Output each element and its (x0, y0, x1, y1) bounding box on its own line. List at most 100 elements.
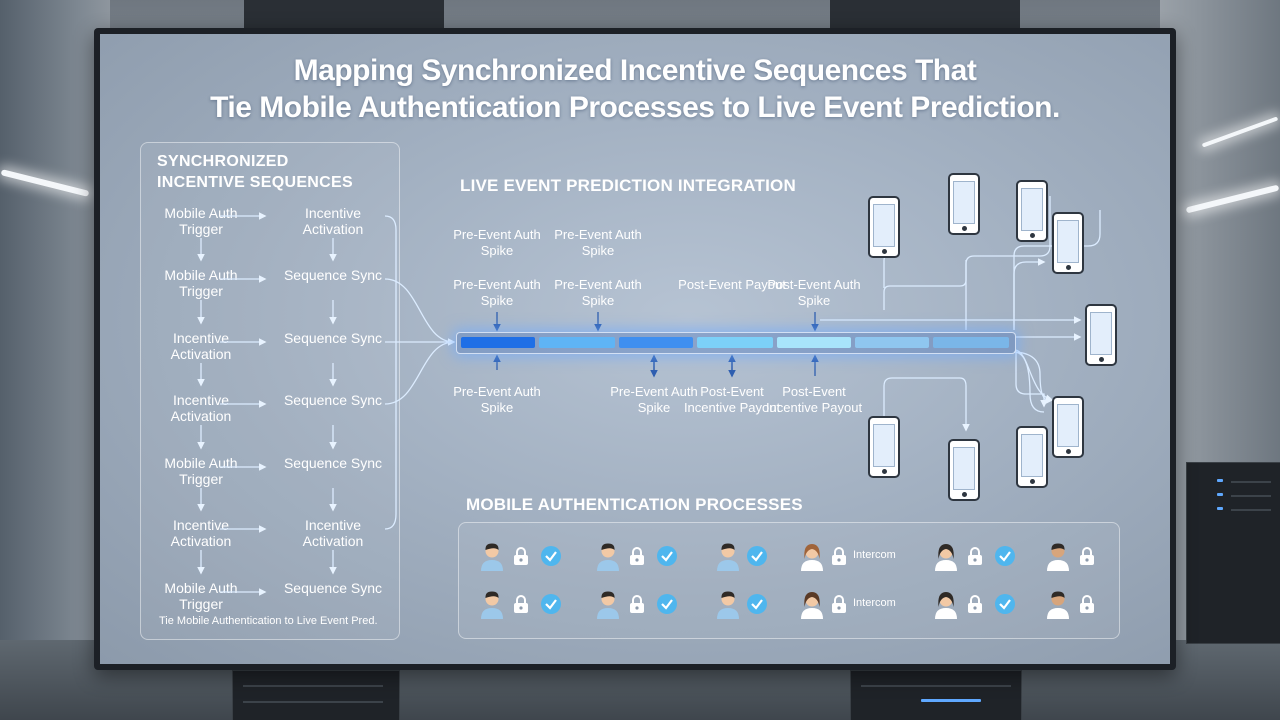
sequence-step: Incentive Activation (302, 205, 364, 237)
timeline-segment (539, 337, 615, 348)
phone-icon (948, 439, 980, 501)
timeline-label: Pre-Event Auth Spike (453, 227, 541, 258)
timeline-label: Post-Event Incentive Payout (683, 384, 781, 415)
timeline-segment (461, 337, 535, 348)
phone-icon (1052, 396, 1084, 458)
auth-user-verified (595, 541, 685, 571)
timeline-label: Pre-Event Auth Spike (453, 384, 541, 415)
server-rack (232, 670, 400, 720)
phone-icon (1016, 426, 1048, 488)
user-avatar-icon (1047, 543, 1069, 571)
title-line-2: Tie Mobile Authentication Processes to L… (210, 91, 1060, 124)
phone-icon (1052, 212, 1084, 274)
user-avatar-icon (1047, 591, 1069, 619)
sequence-step: Incentive Activation (302, 517, 364, 549)
auth-user-verified (479, 589, 569, 619)
user-avatar-icon (801, 544, 823, 571)
lock-icon (514, 595, 528, 613)
auth-user-locked (1045, 589, 1105, 619)
auth-heading: MOBILE AUTHENTICATION PROCESSES (466, 495, 803, 514)
phone-icon (868, 416, 900, 478)
server-rack (850, 670, 1022, 720)
phone-icon (1085, 304, 1117, 366)
auth-user-locked (1045, 541, 1105, 571)
user-avatar-icon (717, 591, 739, 619)
pillar (244, 0, 444, 30)
check-icon (747, 546, 767, 566)
sequence-step: Mobile Auth Trigger (164, 455, 238, 487)
timeline-segment (933, 337, 1009, 348)
auth-user-verified (933, 541, 1023, 571)
user-avatar-icon (935, 592, 957, 619)
auth-user-verified (933, 589, 1023, 619)
auth-user-verified (595, 589, 685, 619)
timeline-label: Pre-Event Auth Spike (554, 277, 642, 308)
sequence-step: Incentive Activation (170, 330, 232, 362)
check-icon (657, 546, 677, 566)
check-icon (541, 594, 561, 614)
lock-icon (1080, 547, 1094, 565)
sequence-step: Mobile Auth Trigger (164, 205, 238, 237)
user-avatar-icon (801, 592, 823, 619)
user-avatar-icon (597, 591, 619, 619)
left-glass-wall (0, 0, 110, 720)
user-avatar-icon (597, 543, 619, 571)
sequence-step: Incentive Activation (170, 392, 232, 424)
auth-user-verified (479, 541, 569, 571)
phone-icon (948, 173, 980, 235)
timeline-label: Post-Event Payout (678, 277, 786, 292)
phone-icon (868, 196, 900, 258)
lock-icon (514, 547, 528, 565)
sequence-step: Sequence Sync (283, 267, 383, 283)
phone-icon (1016, 180, 1048, 242)
user-avatar-icon (481, 591, 503, 619)
check-icon (747, 594, 767, 614)
check-icon (995, 546, 1015, 566)
panel-heading-line-1: SYNCHRONIZED (157, 153, 289, 170)
auth-user-verified (715, 541, 775, 571)
check-icon (657, 594, 677, 614)
sequence-step: Sequence Sync (283, 330, 383, 346)
user-avatar-icon (717, 543, 739, 571)
timeline-label: Pre-Event Auth Spike (554, 227, 642, 258)
auth-user-verified (715, 589, 775, 619)
prediction-heading: LIVE EVENT PREDICTION INTEGRATION (460, 176, 796, 195)
lock-icon (630, 595, 644, 613)
server-rack (1186, 462, 1280, 644)
check-icon (995, 594, 1015, 614)
timeline-segment (855, 337, 929, 348)
check-icon (541, 546, 561, 566)
user-avatar-icon (935, 544, 957, 571)
sequence-step: Sequence Sync (283, 455, 383, 471)
sequence-step: Mobile Auth Trigger (164, 580, 238, 612)
sequence-step: Mobile Auth Trigger (164, 267, 238, 299)
incentive-sequences-panel: SYNCHRONIZED INCENTIVE SEQUENCES Mobile … (140, 142, 400, 640)
sequence-step: Incentive Activation (170, 517, 232, 549)
sequence-step: Sequence Sync (283, 392, 383, 408)
lock-icon (1080, 595, 1094, 613)
timeline-segment (777, 337, 851, 348)
lock-icon (968, 547, 982, 565)
panel-footer: Tie Mobile Authentication to Live Event … (159, 615, 378, 627)
auth-processes-panel: Intercom Intercom (458, 522, 1120, 639)
lock-icon (832, 547, 846, 565)
timeline-label: Pre-Event Auth Spike (453, 277, 541, 308)
sequence-step: Sequence Sync (283, 580, 383, 596)
user-avatar-icon (481, 543, 503, 571)
lock-icon (968, 595, 982, 613)
lock-icon (832, 595, 846, 613)
event-timeline-bar (456, 332, 1016, 354)
pillar (830, 0, 1020, 30)
timeline-segment (697, 337, 773, 348)
intercom-label: Intercom (853, 549, 896, 561)
timeline-label: Post-Event Incentive Payout (765, 384, 863, 415)
timeline-label: Post-Event Auth Spike (767, 277, 861, 308)
auth-user-intercom: Intercom (799, 541, 909, 571)
timeline-segment (619, 337, 693, 348)
wall-display: Mapping Synchronized Incentive Sequences… (100, 34, 1170, 664)
lock-icon (630, 547, 644, 565)
panel-heading-line-2: INCENTIVE SEQUENCES (157, 174, 353, 191)
timeline-label: Pre-Event Auth Spike (610, 384, 698, 415)
intercom-label: Intercom (853, 597, 896, 609)
title-line-1: Mapping Synchronized Incentive Sequences… (293, 54, 977, 87)
